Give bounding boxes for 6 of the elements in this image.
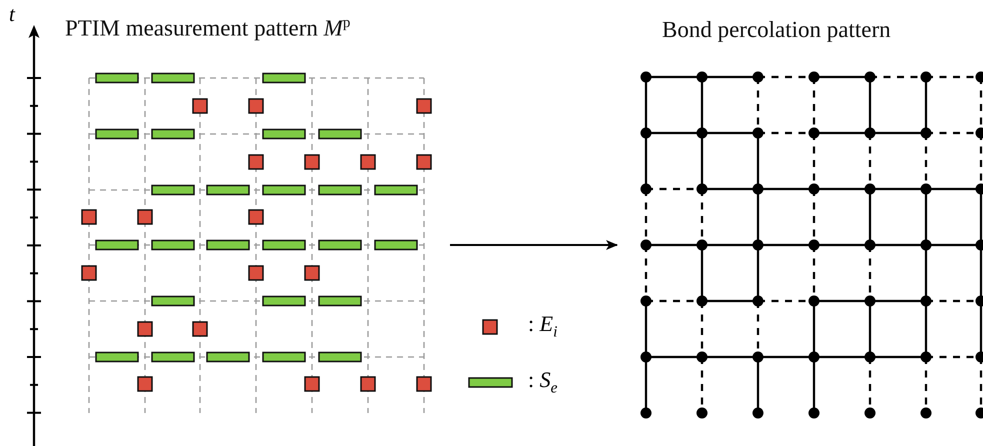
panel-title: Bond percolation pattern xyxy=(662,18,891,41)
arrow xyxy=(450,240,618,250)
panel-title: PTIM measurement pattern M$^{p}$ xyxy=(65,16,350,40)
legend-label: : E$_{i}$ xyxy=(528,313,558,340)
axis-label: t xyxy=(9,4,15,25)
legend-label: : S$_{e}$ xyxy=(528,369,558,396)
